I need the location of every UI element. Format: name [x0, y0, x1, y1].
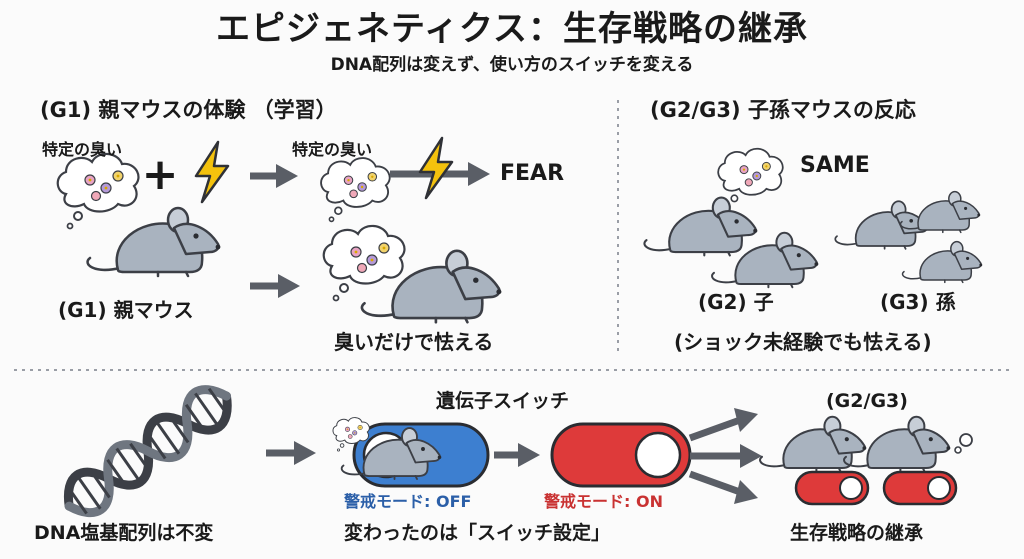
fear-by-smell-caption: 臭いだけで怯える: [334, 330, 494, 354]
g3-label: (G3) 孫: [880, 290, 956, 314]
smell-thought-cloud-icon: [322, 224, 406, 302]
g3-mouse-icon: [901, 240, 983, 284]
fear-label: FEAR: [500, 161, 565, 186]
switch-on-toggle: [550, 422, 692, 488]
result-heading: (G2/G3): [826, 390, 908, 412]
dna-helix-icon: [63, 385, 232, 518]
arrow-icon: [390, 162, 490, 186]
small-thought-bubble-icon: [954, 433, 973, 454]
arrow-icon: [688, 408, 758, 442]
arrow-icon: [266, 441, 316, 465]
switch-on-toggle: [794, 470, 870, 506]
lightning-shock-icon: [418, 136, 454, 200]
strategy-inheritance-caption: 生存戦略の継承: [790, 522, 924, 544]
arrow-icon: [250, 274, 300, 298]
smell-label: 特定の臭い: [292, 140, 373, 159]
dna-unchanged-caption: DNA塩基配列は不変: [34, 522, 214, 544]
right-panel-heading: (G2/G3) 子孫マウスの反応: [650, 98, 916, 122]
parent-mouse-label: (G1) 親マウス: [58, 298, 194, 322]
switch-on-toggle: [882, 470, 958, 506]
alert-mode-on-label: 警戒モード: ON: [544, 492, 663, 511]
descendants-note: (ショック未経験でも怯える): [674, 330, 932, 354]
alert-mode-off-label: 警戒モード: OFF: [344, 492, 472, 511]
g3-mouse-icon: [834, 200, 930, 250]
arrow-icon: [494, 443, 540, 467]
switch-setting-caption: 変わったのは「スイッチ設定」: [344, 522, 611, 544]
left-panel-heading: (G1) 親マウスの体験 （学習）: [40, 98, 337, 122]
smell-thought-cloud-icon: [320, 157, 391, 223]
arrow-icon: [690, 444, 762, 468]
smell-thought-cloud-icon: [717, 147, 784, 210]
page-title: エピジェネティクス：生存戦略の継承: [216, 9, 808, 49]
page-subtitle: DNA配列は変えず、使い方のスイッチを変える: [330, 55, 694, 75]
arrow-icon: [688, 470, 758, 504]
descendant-mouse-icon: [759, 415, 868, 473]
arrow-icon: [250, 164, 298, 188]
g2-label: (G2) 子: [698, 290, 774, 314]
smell-thought-cloud-icon: [56, 152, 140, 230]
same-label: SAME: [800, 153, 870, 178]
smell-label: 特定の臭い: [42, 140, 123, 159]
parent-mouse-icon: [86, 206, 222, 278]
plus-sign: +: [142, 149, 179, 200]
gene-switch-heading: 遺伝子スイッチ: [436, 390, 570, 412]
g2-mouse-icon: [643, 196, 759, 257]
lightning-shock-icon: [194, 140, 230, 204]
